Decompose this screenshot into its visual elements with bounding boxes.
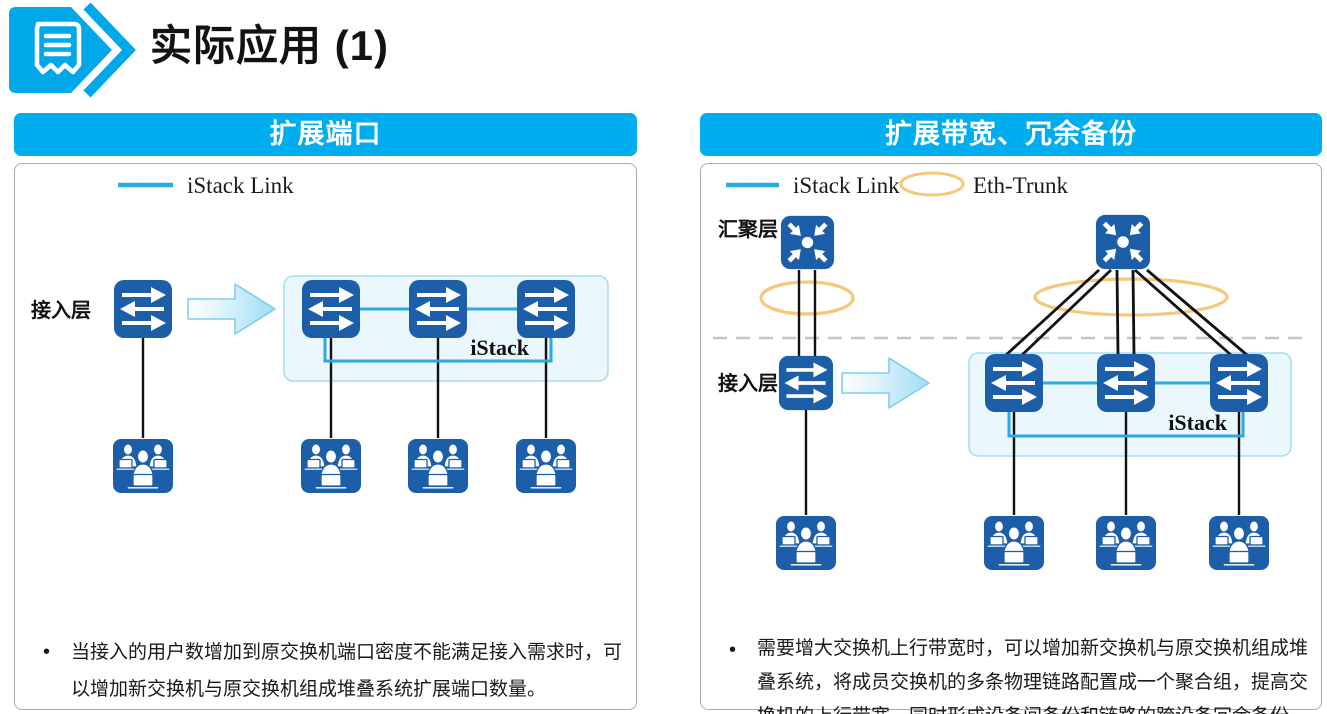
aggregation-switch-icon <box>780 215 835 270</box>
panel-expand-bandwidth-header: 扩展带宽、冗余备份 <box>700 113 1322 156</box>
user-group-icon <box>1095 515 1157 571</box>
istack-links <box>1007 381 1245 438</box>
bullet-marker: • <box>729 639 737 661</box>
istack-label: iStack <box>1168 410 1227 435</box>
stack-member-1-icon <box>302 280 360 338</box>
expand-bandwidth-diagram: iStack Link Eth-Trunk 汇聚层 接入层 <box>713 171 1309 571</box>
page-title: 实际应用 (1) <box>150 22 390 69</box>
legend-istack-link: iStack Link <box>726 173 900 198</box>
user-group-icon <box>1208 515 1270 571</box>
stack-member-1-icon <box>985 354 1043 412</box>
expand-bandwidth-note-text: 需要增大交换机上行带宽时，可以增加新交换机与原交换机组成堆叠系统，将成员交换机的… <box>757 638 1309 714</box>
bullet-marker: • <box>43 641 51 663</box>
eth-trunk-ellipse <box>1033 277 1229 317</box>
istack-links <box>323 307 553 363</box>
legend-eth-trunk: Eth-Trunk <box>899 171 1068 198</box>
user-group-icon <box>515 438 577 494</box>
aggregation-switch-icon <box>1095 214 1151 270</box>
downlinks <box>804 410 1241 515</box>
user-group-icon <box>983 515 1045 571</box>
istack-link-legend-label: iStack Link <box>187 173 294 198</box>
panel-expand-bandwidth: 扩展带宽、冗余备份 iStack Link Eth-Trunk 汇聚层 接入层 <box>700 113 1322 714</box>
access-layer-label: 接入层 <box>31 299 91 322</box>
user-group-icon <box>112 438 174 494</box>
expand-bandwidth-note: • 需要增大交换机上行带宽时，可以增加新交换机与原交换机组成堆叠系统，将成员交换… <box>725 632 1317 714</box>
downlinks <box>141 336 548 438</box>
document-banner-icon <box>9 3 136 98</box>
expand-ports-note-text: 当接入的用户数增加到原交换机端口密度不能满足接入需求时，可以增加新交换机与原交换… <box>71 642 623 700</box>
stack-member-2-icon <box>1097 354 1155 412</box>
uplinks-left <box>797 270 817 356</box>
panel-expand-ports-body: iStack Link 接入层 <box>14 163 637 710</box>
transition-arrow-icon <box>841 357 930 409</box>
legend-istack-link: iStack Link <box>118 173 294 198</box>
panel-expand-ports-header: 扩展端口 <box>14 113 637 156</box>
expand-ports-note: • 当接入的用户数增加到原交换机端口密度不能满足接入需求时，可以增加新交换机与原… <box>39 634 629 708</box>
user-group-icon <box>407 438 469 494</box>
eth-trunk-legend-label: Eth-Trunk <box>973 173 1068 198</box>
istack-link-legend-label: iStack Link <box>793 173 900 198</box>
aggregation-layer-label: 汇聚层 <box>718 218 778 241</box>
user-group-icon <box>300 438 362 494</box>
stack-member-3-icon <box>517 280 575 338</box>
access-layer-label: 接入层 <box>718 372 778 395</box>
user-group-icon <box>775 515 837 571</box>
eth-trunk-ellipse <box>759 280 855 316</box>
eth-trunk-legend-swatch <box>899 171 965 197</box>
panel-expand-ports: 扩展端口 iStack Link 接入层 <box>14 113 637 710</box>
uplink-fan <box>1005 268 1248 357</box>
transition-arrow-icon <box>187 283 276 335</box>
stack-member-3-icon <box>1210 354 1268 412</box>
panel-expand-bandwidth-body: iStack Link Eth-Trunk 汇聚层 接入层 <box>700 163 1322 714</box>
access-switch-icon <box>778 355 834 411</box>
slide-header: 实际应用 (1) <box>0 0 1327 108</box>
expand-ports-diagram: iStack Link 接入层 <box>31 173 609 494</box>
istack-label: iStack <box>470 335 529 360</box>
access-switch-icon <box>114 280 172 338</box>
stack-member-2-icon <box>409 280 467 338</box>
